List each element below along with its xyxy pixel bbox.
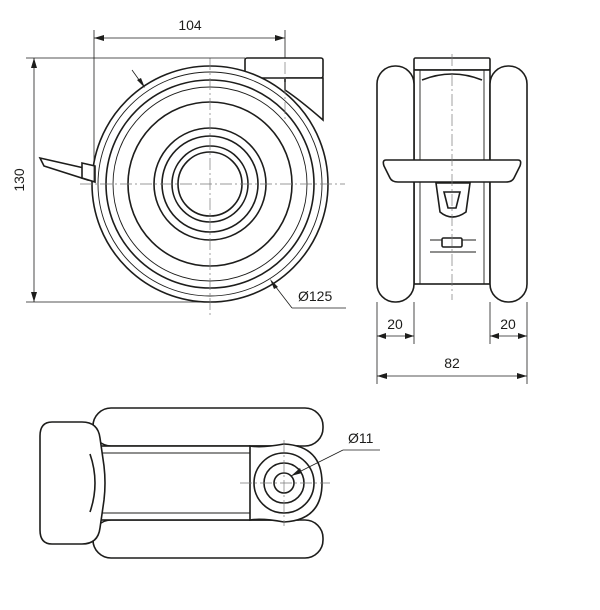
dim-label-right-20: 20 (500, 316, 516, 332)
detail-leader-arrow (137, 78, 145, 88)
top-wheel-upper (92, 407, 324, 447)
dim-label-left-20: 20 (387, 316, 403, 332)
fork-body (284, 77, 324, 122)
dimension-top-width: 104 (93, 17, 286, 182)
top-wheel-lower (92, 519, 324, 559)
dimension-bolt-hole: Ø11 (290, 430, 380, 477)
pedal-plan (39, 421, 106, 545)
dimension-wheel-diameter: Ø125 (270, 279, 346, 309)
arrow (518, 333, 527, 339)
top-view (39, 407, 330, 559)
dimension-height: 130 (11, 57, 245, 303)
arrow-right (275, 35, 285, 41)
arrow-bottom (31, 292, 37, 302)
dim-label-d125: Ø125 (298, 288, 332, 304)
leader-arrow (291, 468, 302, 476)
leader-arrow (270, 279, 278, 289)
arrow (490, 333, 499, 339)
arrow-top (31, 58, 37, 68)
pedal-hinge (89, 453, 96, 513)
dim-label-130: 130 (11, 168, 27, 192)
arrow (377, 333, 386, 339)
arrow (405, 333, 414, 339)
front-dimensions: 20 20 82 (376, 302, 528, 384)
side-view (38, 57, 345, 315)
top-plate (244, 57, 324, 79)
dim-label-d11: Ø11 (348, 430, 374, 446)
front-view (376, 54, 528, 303)
arrow (377, 373, 387, 379)
arrow-left (94, 35, 104, 41)
brake-pivot (81, 161, 96, 184)
dim-label-82: 82 (444, 355, 460, 371)
dim-label-104: 104 (178, 17, 202, 33)
bolt-hole (273, 472, 295, 494)
swivel-outer (253, 452, 315, 514)
wheel-right (489, 65, 528, 303)
arrow (517, 373, 527, 379)
wheel-left (376, 65, 415, 303)
